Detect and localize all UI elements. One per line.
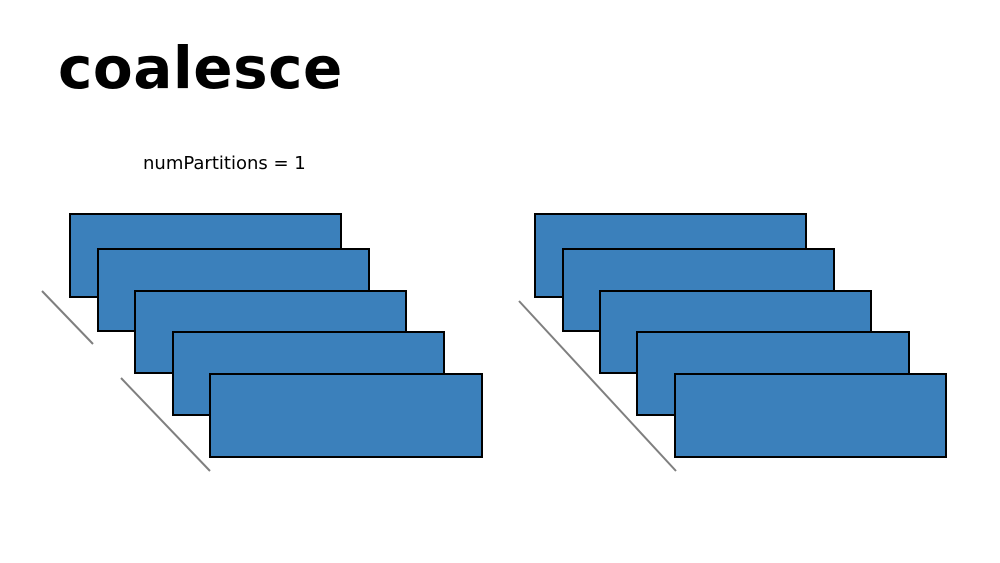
left-divider-line-bottom xyxy=(120,377,211,472)
left-partition-stack xyxy=(41,213,483,472)
num-partitions-label: numPartitions = 1 xyxy=(143,153,306,174)
left-partition-block-5 xyxy=(209,373,483,458)
right-divider-line xyxy=(518,300,677,472)
left-divider-line-top xyxy=(41,290,94,345)
right-partition-block-5 xyxy=(674,373,947,458)
slide-title: coalesce xyxy=(58,34,343,102)
right-partition-stack xyxy=(518,213,947,472)
